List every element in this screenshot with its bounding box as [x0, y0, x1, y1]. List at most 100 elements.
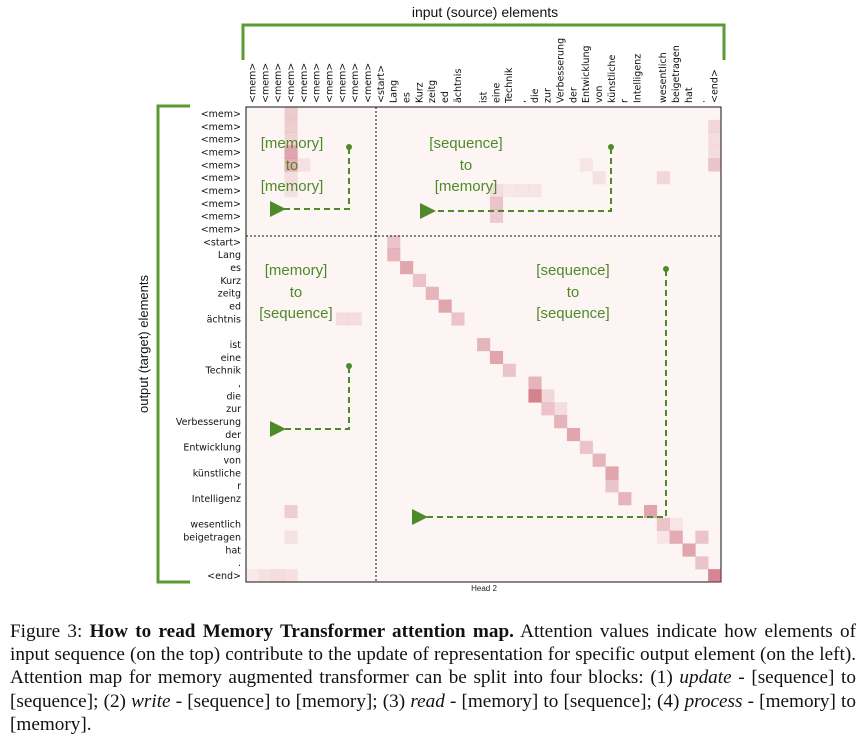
row-label: <mem> [201, 135, 241, 146]
row-label: <mem> [201, 199, 241, 210]
block-label-line: [memory] [435, 178, 498, 195]
heatmap-cell [669, 530, 683, 544]
block-label-line: [sequence] [259, 305, 332, 322]
column-label: der [568, 87, 579, 103]
heatmap-cell [451, 312, 465, 326]
heatmap-cell [682, 543, 696, 557]
arrow-origin-dot [346, 144, 352, 150]
heatmap-cell [489, 196, 504, 211]
row-label: Verbesserung [176, 417, 241, 428]
heatmap-cell [271, 569, 285, 583]
attention-figure: input (source) elements output (target) … [136, 4, 726, 593]
column-label: künstliche [607, 55, 618, 103]
column-label: beigetragen [671, 45, 682, 103]
row-label: <end> [207, 571, 241, 582]
block-memory-to-sequence: [memory] to [sequence] [259, 262, 332, 322]
heatmap-cell [258, 569, 272, 583]
column-label: <mem> [247, 63, 258, 103]
column-label: zeitg [427, 80, 438, 103]
heatmap-cell [515, 184, 529, 198]
block-label-line: [sequence] [536, 262, 609, 279]
heatmap-cell [284, 158, 298, 172]
block-sequence-to-memory: [sequence] to [memory] [429, 135, 502, 195]
arrow-memory-to-sequence [270, 367, 350, 437]
heatmap-cell [528, 389, 542, 403]
heatmap-cell [246, 569, 260, 583]
heatmap-cell [708, 569, 722, 583]
heatmap-cell [425, 286, 439, 300]
row-label: <start> [203, 237, 241, 248]
input-label: input (source) elements [412, 4, 558, 20]
row-label: <mem> [201, 186, 241, 197]
caption-text: - [sequence] to [sequence]; (2) [10, 667, 856, 712]
row-label: Kurz [220, 276, 241, 287]
block-label-line: [memory] [265, 262, 328, 279]
row-label: r [237, 481, 241, 492]
heatmap-cell [284, 132, 298, 146]
arrow-memory-to-memory [270, 148, 350, 217]
heatmap-cell [489, 184, 504, 198]
heatmap-cell [284, 107, 298, 121]
heatmap-cell [566, 427, 581, 442]
row-label: eine [221, 353, 242, 364]
heatmap-cell [438, 299, 452, 313]
caption-text: Attention values indicate how elements o… [10, 621, 857, 689]
column-label: Kurz [414, 82, 425, 103]
heatmap-cell [477, 338, 491, 352]
heatmap-cell [489, 209, 504, 223]
row-label: <mem> [201, 224, 241, 235]
arrow-origin-dot [663, 266, 669, 272]
column-label: Verbesserung [556, 38, 567, 103]
row-label: hat [225, 545, 241, 556]
caption-term: write [131, 690, 171, 712]
row-label: Lang [218, 250, 241, 261]
row-label: Entwicklung [183, 443, 241, 454]
column-label: es [401, 92, 412, 103]
input-bracket [241, 23, 726, 60]
heatmap-cell [284, 184, 298, 198]
column-label: ächtnis [453, 69, 464, 103]
caption-text: - [memory] to [memory]. [10, 690, 856, 735]
heatmap-cell [348, 312, 362, 326]
heatmap-cell [669, 530, 683, 544]
column-label: wesentlich [658, 52, 669, 103]
arrow-origin-dot [608, 144, 614, 150]
heatmap-cell [643, 504, 658, 519]
output-label: output (target) elements [136, 274, 151, 413]
caption-label: Figure 3: [10, 621, 83, 642]
column-label: ed [440, 91, 451, 103]
heatmap-cell [284, 145, 298, 159]
block-label-line: to [567, 284, 580, 301]
caption-text: - [memory] to [sequence]; (4) [444, 690, 685, 712]
heatmap-cell [502, 184, 516, 198]
heatmap-cell [400, 261, 414, 275]
heatmap-cell [502, 363, 516, 377]
heatmap-cell [592, 171, 606, 185]
row-label: ist [230, 340, 242, 351]
row-label: zeitg [218, 289, 241, 300]
heatmap-cell [695, 556, 709, 570]
heatmap-cell [528, 376, 542, 390]
column-label: Technik [504, 67, 515, 104]
column-label: <mem> [260, 63, 271, 103]
heatmap-cell [656, 530, 670, 544]
column-label: Entwicklung [581, 45, 592, 103]
row-label: Intelligenz [192, 494, 241, 505]
heatmap-cell [284, 171, 298, 185]
column-label: <mem> [299, 63, 310, 103]
heatmap-cell [528, 184, 542, 198]
block-label-line: to [460, 157, 473, 174]
heatmap-cell [528, 389, 542, 403]
row-label: von [224, 456, 241, 467]
column-label: <mem> [312, 63, 323, 103]
heatmap-cell [695, 530, 709, 544]
arrow-origin-dot [346, 363, 352, 369]
figure-caption: Figure 3: How to read Memory Transformer… [10, 620, 856, 736]
row-label: ed [229, 301, 241, 312]
heatmap-cell [708, 569, 722, 583]
heatmap-cell [708, 145, 722, 159]
column-label: <start> [376, 65, 387, 103]
heatmap-background [245, 106, 722, 583]
row-label: wesentlich [190, 520, 241, 531]
heatmap-cell [335, 312, 350, 326]
